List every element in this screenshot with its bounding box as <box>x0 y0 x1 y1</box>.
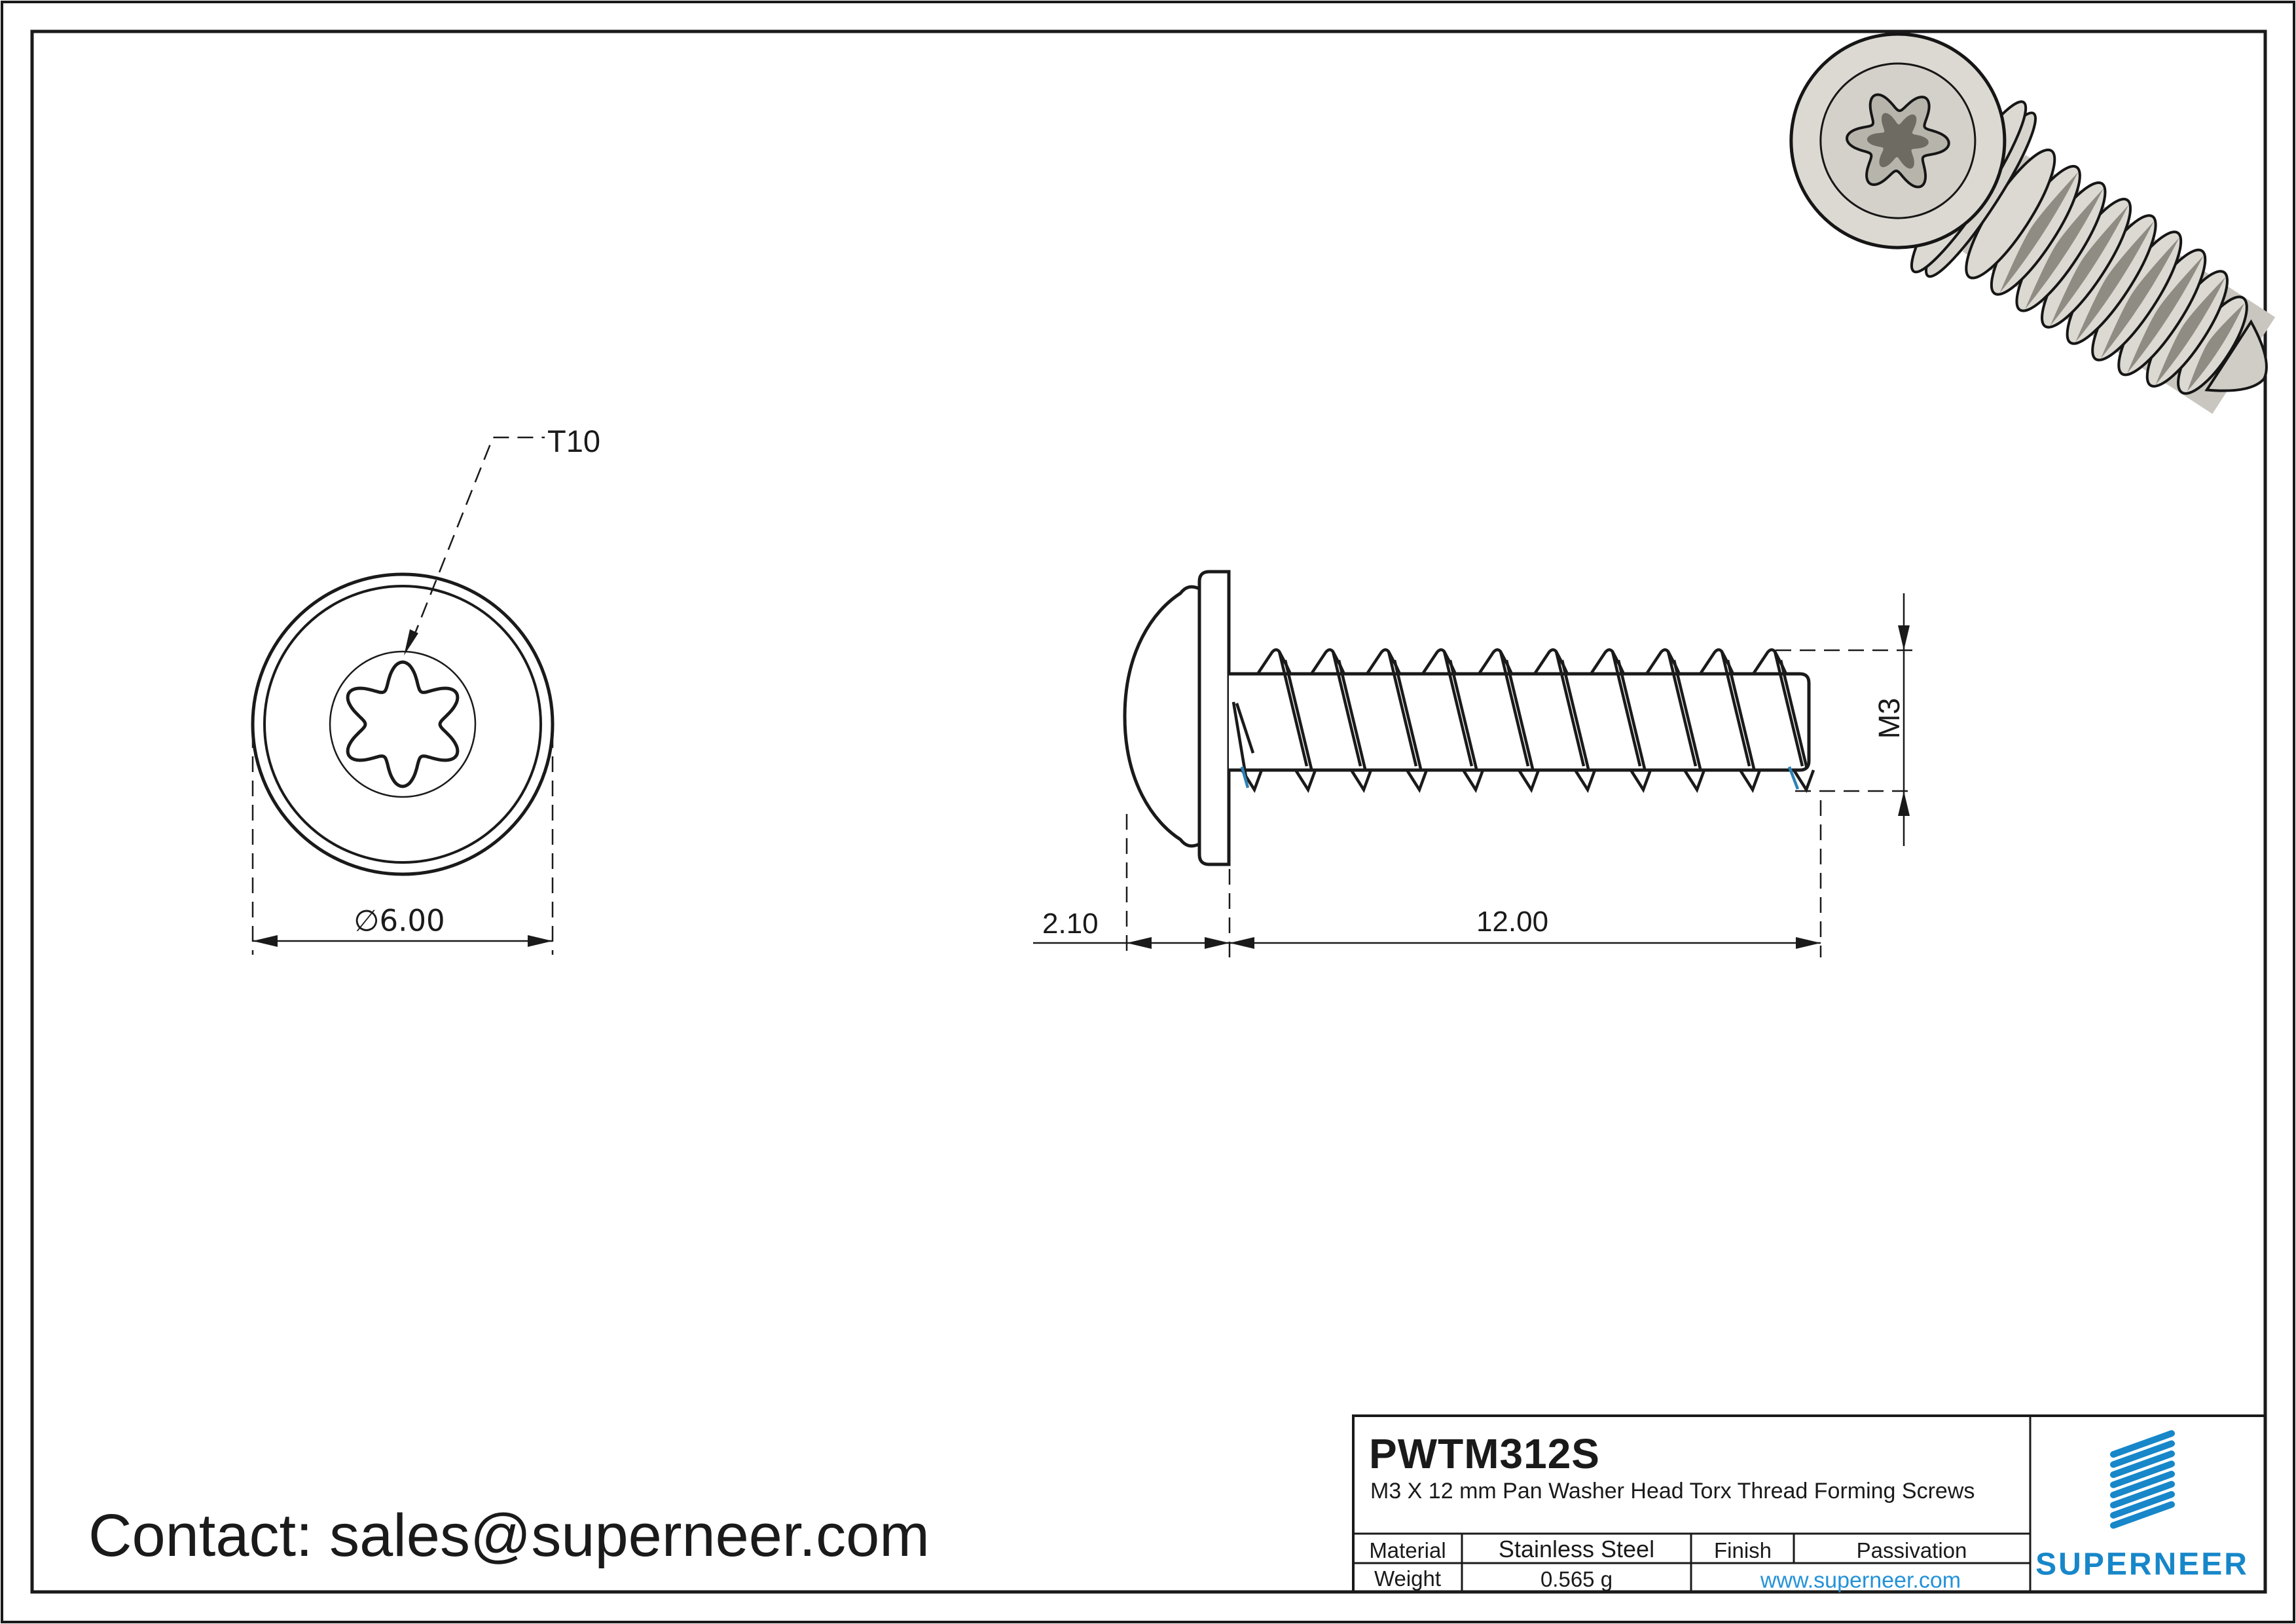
material-value: Stainless Steel <box>1498 1536 1655 1562</box>
torx-star-outline <box>346 660 460 788</box>
dimension-arrow <box>1127 937 1152 949</box>
torx-socket-circle <box>329 650 477 798</box>
thread-crests <box>1231 648 1815 794</box>
dimension-arrow <box>1898 625 1910 650</box>
dimension-arrow <box>528 935 553 947</box>
screw-3d-threads <box>1965 148 2248 395</box>
diameter-extension-lines <box>251 732 554 955</box>
part-number: PWTM312S <box>1369 1430 1600 1477</box>
screw-3d-tip <box>2204 319 2268 392</box>
length-extension-lines <box>1125 800 1822 957</box>
dimension-arrow <box>253 935 278 947</box>
dimension-arrow <box>1898 791 1910 816</box>
part-description: M3 X 12 mm Pan Washer Head Torx Thread F… <box>1370 1479 1975 1504</box>
screw-3d-render <box>1789 32 2276 414</box>
weight-label: Weight <box>1374 1566 1442 1591</box>
head-rim-circle <box>263 585 542 864</box>
superneer-brand-text: SUPERNEER <box>2035 1547 2249 1582</box>
drawing-frame <box>30 29 2267 1594</box>
head-dome-profile <box>1123 585 1200 848</box>
weight-value: 0.565 g <box>1540 1567 1613 1591</box>
title-block-border <box>1352 1414 2267 1593</box>
contact-email-text: Contact: sales@superneer.com <box>88 1502 930 1569</box>
dimension-arrow <box>1796 937 1821 949</box>
superneer-logo-icon <box>2110 1430 2175 1529</box>
side-view-drawing <box>1033 570 1913 957</box>
dimension-arrow <box>1205 937 1230 949</box>
thread-size-dimension-label: M3 <box>1872 697 1906 739</box>
finish-label: Finish <box>1713 1538 1772 1562</box>
diameter-dimension-label: ∅6.00 <box>354 903 445 938</box>
material-label: Material <box>1369 1538 1446 1562</box>
dimension-arrow <box>1230 937 1254 949</box>
length-dimension-label: 12.00 <box>1476 906 1549 938</box>
head-outer-circle <box>251 572 555 876</box>
t10-leader-arrow <box>404 629 418 655</box>
torx-drive-label: T10 <box>547 424 600 458</box>
thread-diameter-extension-lines <box>1776 649 1913 792</box>
screw-3d-torx-shadow <box>1867 113 1929 169</box>
front-view-drawing <box>251 436 555 955</box>
washer-flange-profile <box>1197 570 1231 866</box>
thread-tip-accent-lines <box>1240 766 1800 790</box>
website-link[interactable]: www.superneer.com <box>1760 1568 1961 1593</box>
title-block <box>1352 1414 2267 1593</box>
finish-value: Passivation <box>1856 1538 1967 1562</box>
t10-leader-line <box>411 436 545 640</box>
head-height-dimension-label: 2.10 <box>1042 908 1099 940</box>
